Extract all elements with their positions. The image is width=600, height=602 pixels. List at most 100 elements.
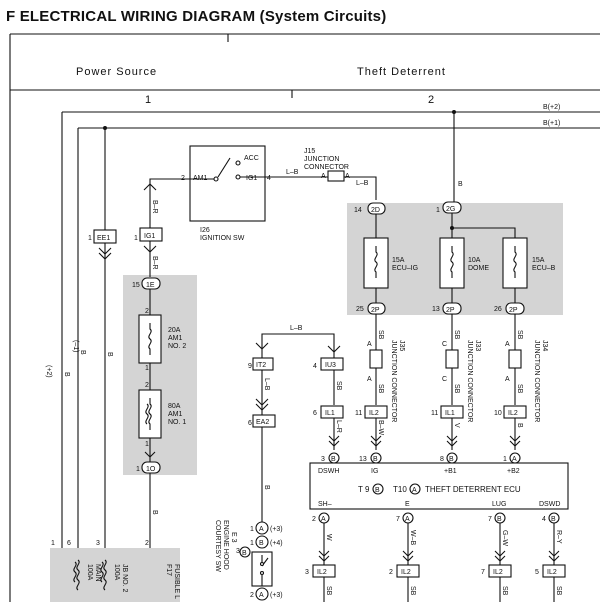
ecu-dswd-no: 4 bbox=[542, 516, 546, 523]
ecu-sh: SH– bbox=[318, 501, 332, 508]
bus-b-plus1: B(+1) bbox=[543, 120, 560, 127]
ecu-b2: +B2 bbox=[507, 468, 520, 475]
ig1-no: 1 bbox=[134, 235, 138, 242]
j33-text: JUNCTION CONNECTOR bbox=[466, 340, 473, 422]
ecu-ig-no: 13 bbox=[359, 456, 367, 463]
fusible-main: MAIN bbox=[94, 564, 101, 582]
fuse-am1no1-amp: 80A bbox=[168, 403, 181, 410]
il2b-tag: IL2 bbox=[508, 410, 518, 417]
j33-pin-top: C bbox=[442, 341, 447, 348]
ecu-label: THEFT DETERRENT ECU bbox=[425, 485, 521, 494]
il2e-no: 7 bbox=[481, 569, 485, 576]
wire-sb-iu3: SB bbox=[335, 381, 342, 391]
ecu-conn-t10 bbox=[409, 483, 421, 495]
f-dome-out-tag: 2P bbox=[446, 307, 455, 314]
ecu-dswh: DSWH bbox=[318, 468, 339, 475]
hood-c4: A bbox=[259, 592, 264, 599]
f-dome-name: DOME bbox=[468, 265, 489, 272]
ig1-tag: IG1 bbox=[144, 233, 155, 240]
ignition-switch-label: IGNITION SW bbox=[200, 235, 245, 242]
ea2-tag: EA2 bbox=[256, 419, 269, 426]
it2-no: 9 bbox=[248, 363, 252, 370]
page-title: F ELECTRICAL WIRING DIAGRAM (System Circ… bbox=[6, 8, 387, 25]
fuse-ecu-b bbox=[502, 237, 528, 289]
f-ecuig-in-no: 14 bbox=[354, 207, 362, 214]
f-ecuig-out-no: 25 bbox=[356, 306, 364, 313]
ecu-lug-no: 7 bbox=[488, 516, 492, 523]
wire-plus2: (+2) bbox=[45, 365, 52, 378]
connector-1e bbox=[141, 277, 161, 290]
wire-lb-it2: L–B bbox=[263, 378, 270, 391]
column-2: 2 bbox=[428, 94, 434, 106]
ecu-b2-c: A bbox=[512, 456, 517, 463]
wire-sb-j33b: SB bbox=[453, 384, 460, 394]
ecu-lug: LUG bbox=[492, 501, 506, 508]
ecu-output-wires bbox=[318, 523, 560, 602]
connector-il2-d bbox=[396, 564, 420, 578]
j15-code: J15 bbox=[304, 148, 315, 155]
wire-sb-j33a: SB bbox=[453, 330, 460, 340]
pin-am1no1-1: 1 bbox=[145, 441, 149, 448]
ignition-switch bbox=[189, 145, 266, 222]
fuse-am1no1-sub: NO. 1 bbox=[168, 419, 186, 426]
ecu-t10-no: T10 bbox=[393, 485, 407, 494]
wire-bw: B–W bbox=[377, 420, 384, 436]
hood-v3: (+3) bbox=[270, 592, 283, 599]
wire-b-1o: B bbox=[151, 510, 158, 515]
ecu-dswd-c: B bbox=[551, 516, 556, 523]
ecu-conn-b1 bbox=[446, 452, 458, 464]
j15-line3: CONNECTOR bbox=[304, 164, 349, 171]
c1e-tag: 1E bbox=[146, 282, 155, 289]
ecu-t9-no: T 9 bbox=[358, 485, 370, 494]
hood-line1: ENGINE HOOD bbox=[222, 520, 229, 570]
hood-n4: 2 bbox=[250, 592, 254, 599]
j15-connector bbox=[327, 170, 345, 182]
ecu-input-wires bbox=[370, 418, 521, 450]
wire-sb-j34a: SB bbox=[516, 330, 523, 340]
wire-br-1: B–R bbox=[151, 200, 158, 214]
section-theft-deterrent: Theft Deterrent bbox=[357, 66, 446, 78]
pin-am1no1-2: 2 bbox=[145, 382, 149, 389]
hood-c2: B bbox=[259, 540, 264, 547]
theft-deterrent-ecu bbox=[309, 462, 569, 510]
fusible-jb-amp: 100A bbox=[113, 564, 120, 581]
f-ecuig-in-tag: 2D bbox=[371, 207, 380, 214]
connector-il1-a bbox=[320, 405, 344, 419]
iu3-no: 4 bbox=[313, 363, 317, 370]
il2a-tag: IL2 bbox=[369, 410, 379, 417]
ign-pin-4: 4 bbox=[267, 175, 271, 182]
c1e-no: 15 bbox=[132, 282, 140, 289]
section-power-source: Power Source bbox=[76, 66, 157, 78]
connector-ee1 bbox=[93, 229, 117, 244]
wire-lb-ign: L–B bbox=[286, 169, 299, 176]
il1a-tag: IL1 bbox=[325, 410, 335, 417]
ecu-sh-c: A bbox=[321, 516, 326, 523]
il1b-no: 11 bbox=[431, 410, 438, 417]
wire-b-left3: B bbox=[63, 372, 70, 377]
j35-code: J35 bbox=[398, 340, 405, 351]
pin-fusible-3: 3 bbox=[96, 540, 100, 547]
wire-lb-j15: L–B bbox=[356, 180, 369, 187]
connector-1o bbox=[141, 461, 161, 474]
pin-fusible-6: 6 bbox=[67, 540, 71, 547]
fusible-label: FUSIBLE L bbox=[173, 564, 180, 599]
f-dome-in-no: 1 bbox=[436, 207, 440, 214]
hood-c1: A bbox=[259, 526, 264, 533]
hood-n2: 1 bbox=[250, 540, 254, 547]
ign-ig1: IG1 bbox=[246, 175, 257, 182]
pin-fusible-1: 1 bbox=[51, 540, 55, 547]
j34-pin-top: A bbox=[505, 341, 510, 348]
f-dome-in-tag: 2G bbox=[446, 206, 455, 213]
wire-sb-j34b: SB bbox=[516, 384, 523, 394]
bus-wires bbox=[61, 110, 600, 548]
fuse-dome bbox=[439, 237, 465, 289]
wire-b-b2: B bbox=[516, 423, 523, 428]
ecu-conn-ig bbox=[370, 452, 382, 464]
fusible-jb: JB NO. 2 bbox=[121, 564, 128, 593]
bus-b-plus2: B(+2) bbox=[543, 104, 560, 111]
c1o-tag: 1O bbox=[146, 466, 156, 473]
f-ecub-out-tag: 2P bbox=[509, 307, 518, 314]
fusible-link-block bbox=[50, 548, 180, 602]
f-ecuig-out-tag: 2P bbox=[371, 307, 380, 314]
